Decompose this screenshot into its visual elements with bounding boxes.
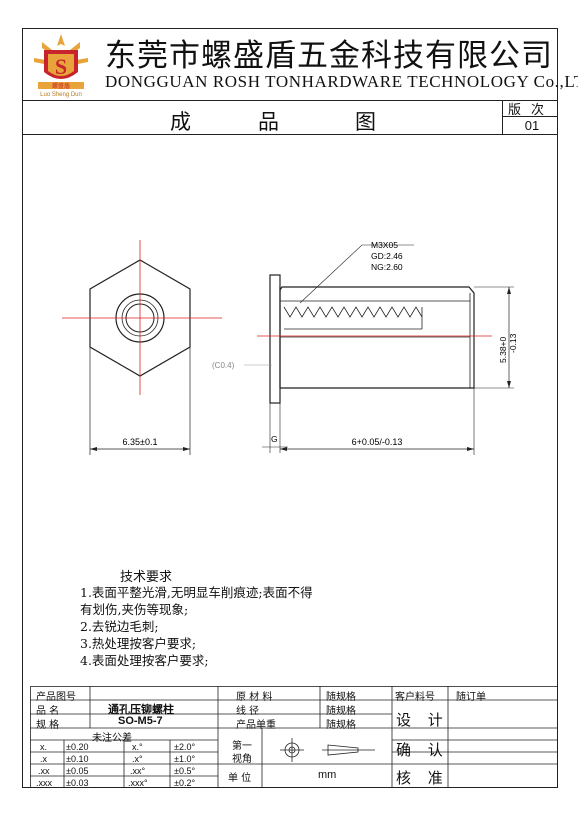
svg-text:螺盛盾: 螺盛盾 [52,82,70,90]
tol-angle-4-value: ±0.2° [174,778,196,788]
wire-dia-label: 线 径 [236,706,260,717]
thread-spec: M3X05 [371,240,398,250]
svg-text:Luo Sheng Dun: Luo Sheng Dun [40,92,82,98]
spec-label: 规 格 [36,720,60,731]
side-view [269,274,475,404]
requirement-line-5: 4.表面处理按客户要求; [80,653,209,668]
svg-text:S: S [55,54,67,79]
g-dim: G [271,434,278,444]
version-value: 01 [524,118,540,133]
requirement-line-2: 有划伤,夹伤等现象; [80,602,189,617]
name-label: 品 名 [36,706,60,717]
design-label: 设 计 [396,711,449,729]
title-char-1: 成 [170,110,191,134]
customer-no-label: 客户料号 [395,692,435,703]
tol-angle-1-value: ±2.0° [174,742,196,752]
chamfer-label: (C0.4) [212,361,235,370]
company-name-en: DONGGUAN ROSH TONHARDWARE TECHNOLOGY Co.… [105,72,578,91]
tol-linear-3-value: ±0.05 [66,766,89,776]
tol-angle-2: .x° [132,754,143,764]
unit-weight-value: 随规格 [326,720,356,731]
projection-label-1: 第一 [232,741,252,752]
tol-linear-1-value: ±0.20 [66,742,89,752]
header-divider [22,100,558,101]
length-dim: 6+0.05/-0.13 [352,437,403,447]
thread-profile [283,306,423,318]
unit-value: mm [318,769,337,781]
tol-angle-4: .xxx° [128,778,148,788]
unit-weight-label: 产品单重 [236,720,276,731]
version-label: 版次 [508,103,555,118]
version-divider [502,100,503,134]
wire-dia-value: 随规格 [326,706,356,717]
diameter-tol: -0.13 [508,333,518,353]
requirement-line-3: 2.去锐边毛刺; [80,619,159,634]
title-char-3: 图 [355,110,376,134]
projection-label-2: 视角 [232,754,252,765]
requirement-line-1: 1.表面平整光滑,无明显车削痕迹;表面不得 [80,585,313,600]
tol-angle-3-value: ±0.5° [174,766,196,776]
tol-linear-4-value: ±0.03 [66,778,89,788]
title-char-2: 品 [258,110,279,134]
requirements-title: 技术要求 [120,570,173,585]
company-name-cn: 东莞市螺盛盾五金科技有限公司 [105,38,553,74]
customer-no-value: 随订单 [456,692,486,703]
tol-angle-2-value: ±1.0° [174,754,196,764]
tol-linear-4: .xxx [36,778,53,788]
material-value: 随规格 [326,692,356,703]
first-angle-projection-icon [280,738,375,762]
product-no-label: 产品图号 [36,692,76,703]
spec-value: SO-M5-7 [118,715,163,727]
tol-linear-2: .x [40,754,48,764]
technical-drawing: 6.35±0.1 M3X05 GD:2.46 NG:2.60 (C0.4) 5.… [62,240,518,455]
confirm-label: 确 认 [396,741,449,759]
tolerance-title: 未注公差 [92,733,132,744]
unit-label: 单 位 [228,773,252,784]
thread-gd: GD:2.46 [371,251,403,261]
approve-label: 核 准 [396,769,449,787]
material-label: 原 材 料 [236,692,273,703]
hex-width-dim: 6.35±0.1 [123,437,158,447]
tol-linear-1: x. [40,742,48,752]
version-row-divider [502,116,558,117]
company-logo: S 螺盛盾 Luo Sheng Dun [30,32,92,98]
thread-ng: NG:2.60 [371,262,403,272]
diameter-dim: 5.38+0 [498,336,508,363]
title-block-grid [30,686,558,788]
tol-angle-1: x.° [132,742,143,752]
tol-angle-3: .xx° [130,766,146,776]
title-divider [22,134,558,135]
tol-linear-3: .xx [38,766,50,776]
name-value: 通孔压铆螺柱 [108,704,174,716]
tol-linear-2-value: ±0.10 [66,754,89,764]
requirement-line-4: 3.热处理按客户要求; [80,636,197,651]
